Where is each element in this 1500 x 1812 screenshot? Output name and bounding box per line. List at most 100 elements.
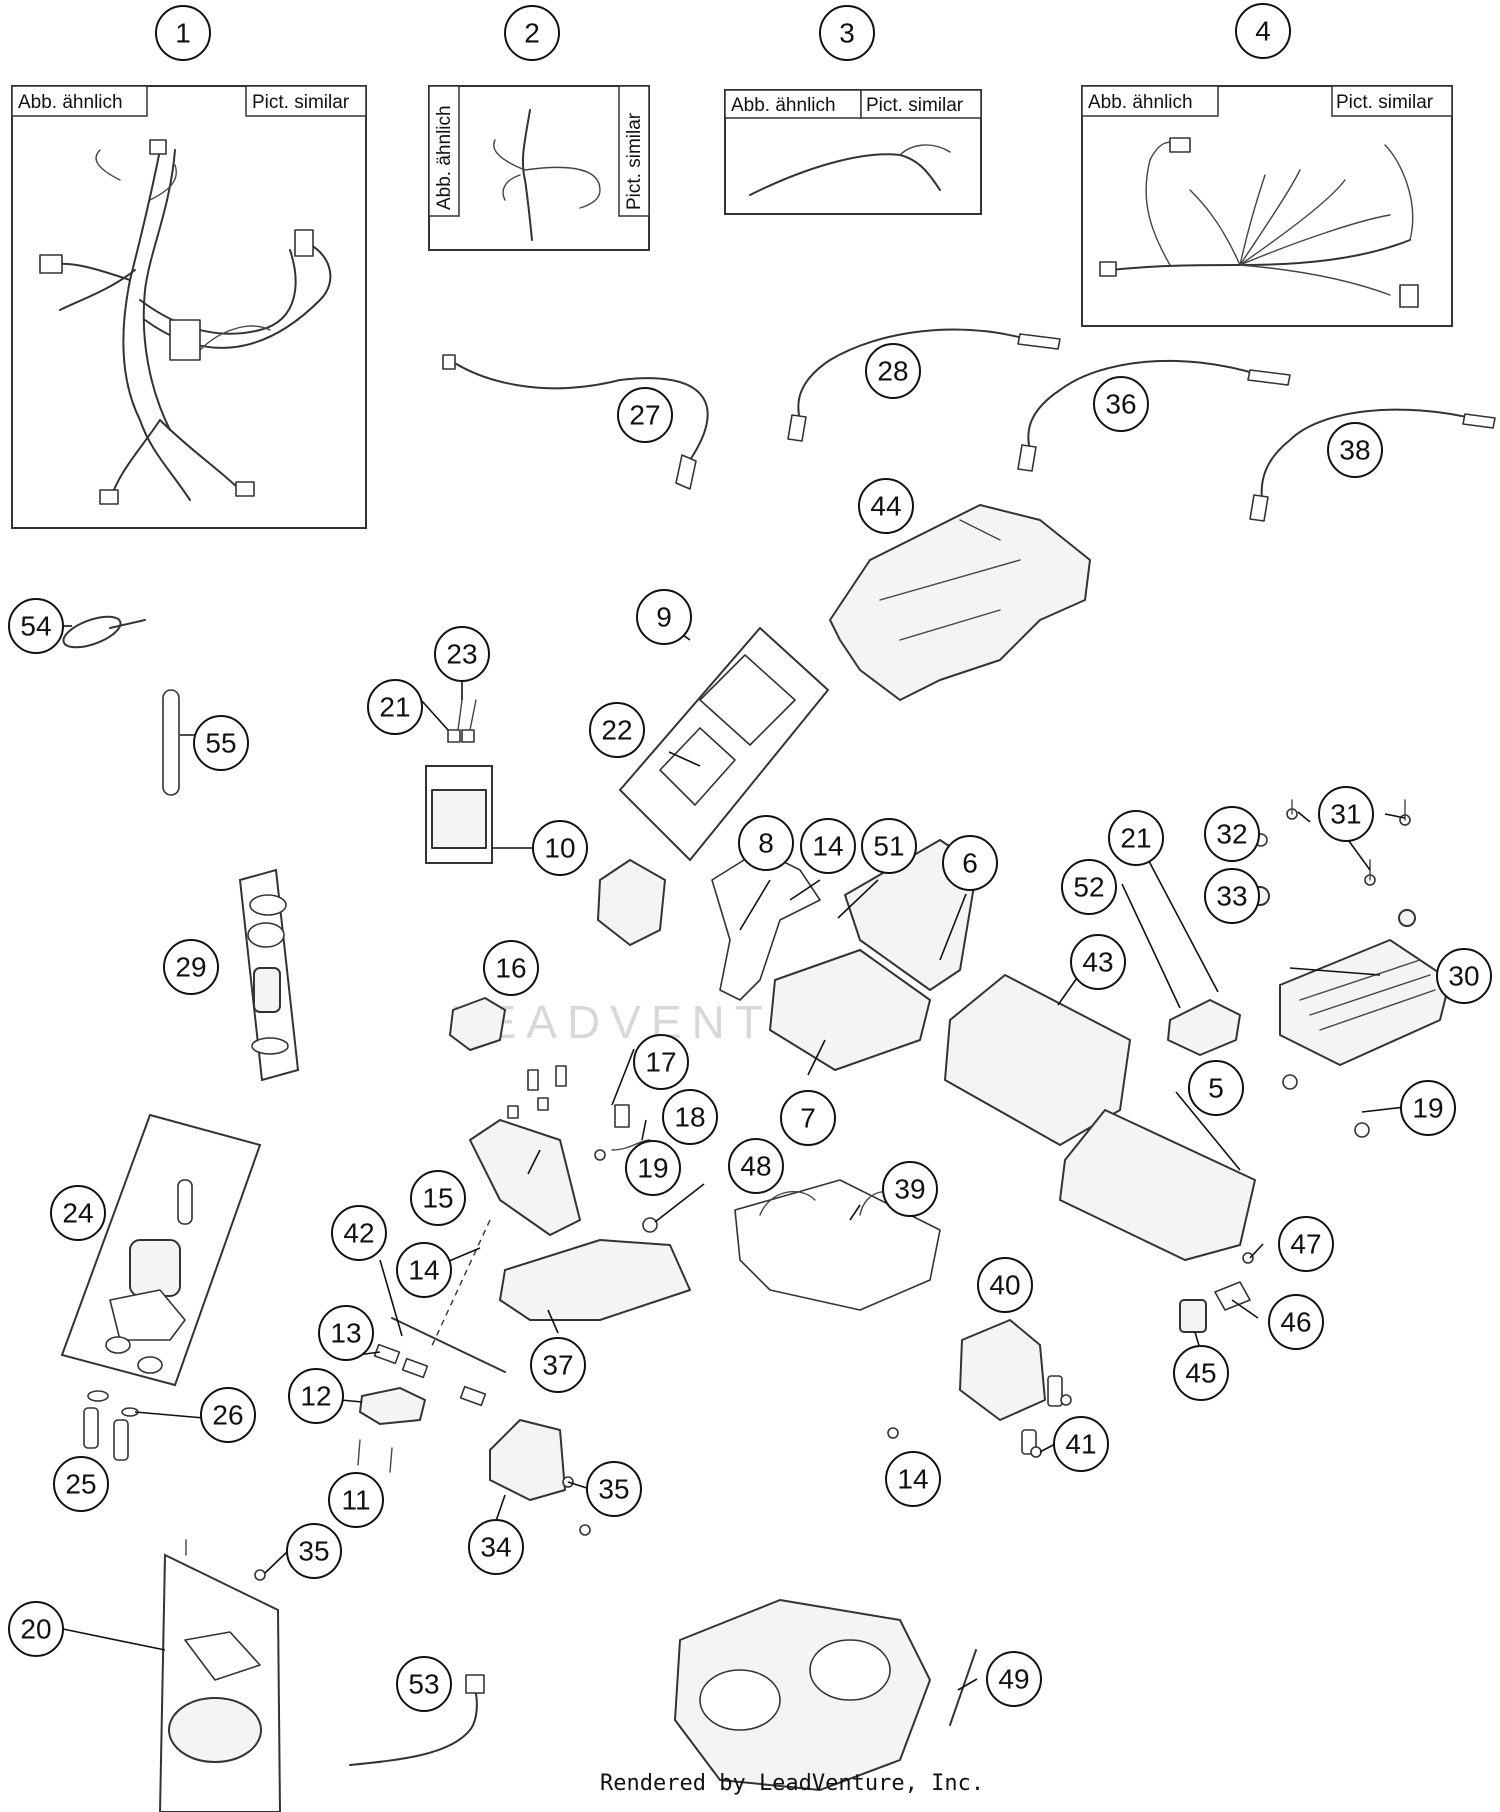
callout-25[interactable]: 25 <box>53 1456 109 1512</box>
callout-23[interactable]: 23 <box>434 626 490 682</box>
svg-text:16: 16 <box>495 953 526 984</box>
part-battery-cover <box>1059 1109 1256 1261</box>
callout-43[interactable]: 43 <box>1070 934 1126 990</box>
callout-37[interactable]: 37 <box>530 1337 586 1393</box>
callout-48[interactable]: 48 <box>728 1138 784 1194</box>
svg-text:23: 23 <box>446 639 477 670</box>
callout-19b[interactable]: 19 <box>1400 1080 1456 1136</box>
svg-text:28: 28 <box>877 356 908 387</box>
svg-text:11: 11 <box>341 1485 370 1516</box>
callout-32[interactable]: 32 <box>1204 806 1260 862</box>
callout-11[interactable]: 11 <box>328 1472 384 1528</box>
callout-4[interactable]: 4 <box>1235 3 1291 59</box>
svg-text:42: 42 <box>343 1218 374 1249</box>
callout-10[interactable]: 10 <box>532 820 588 876</box>
box-relay-group <box>425 699 493 864</box>
callout-21b[interactable]: 21 <box>1108 810 1164 866</box>
svg-text:19: 19 <box>637 1153 668 1184</box>
tag-pict-similar-3: Pict. similar <box>866 95 964 116</box>
callout-26[interactable]: 26 <box>200 1387 256 1443</box>
callout-19a[interactable]: 19 <box>625 1140 681 1196</box>
svg-text:41: 41 <box>1065 1429 1096 1460</box>
callout-3[interactable]: 3 <box>819 5 875 61</box>
callout-41[interactable]: 41 <box>1053 1416 1109 1472</box>
callout-21a[interactable]: 21 <box>367 679 423 735</box>
callout-39[interactable]: 39 <box>882 1161 938 1217</box>
callout-55[interactable]: 55 <box>193 715 249 771</box>
callout-52[interactable]: 52 <box>1061 859 1117 915</box>
callout-17[interactable]: 17 <box>633 1034 689 1090</box>
cable-28 <box>787 328 1061 442</box>
callout-29[interactable]: 29 <box>163 939 219 995</box>
box-wiring-harness-2: Abb. ähnlich Pict. similar <box>428 85 650 251</box>
callout-14b[interactable]: 14 <box>396 1242 452 1298</box>
harness-4-drawing <box>1099 137 1419 308</box>
callout-22[interactable]: 22 <box>589 702 645 758</box>
callout-28[interactable]: 28 <box>865 343 921 399</box>
tag-abb-aehnlich-2: Abb. ähnlich <box>434 105 455 210</box>
callout-20[interactable]: 20 <box>8 1601 64 1657</box>
callout-38[interactable]: 38 <box>1327 422 1383 478</box>
callout-14a[interactable]: 14 <box>800 818 856 874</box>
svg-text:3: 3 <box>839 18 855 49</box>
svg-text:18: 18 <box>674 1102 705 1133</box>
callout-36[interactable]: 36 <box>1093 376 1149 432</box>
svg-text:17: 17 <box>645 1047 676 1078</box>
callout-9[interactable]: 9 <box>636 589 692 645</box>
callout-47[interactable]: 47 <box>1278 1216 1334 1272</box>
callout-24[interactable]: 24 <box>50 1185 106 1241</box>
callout-14c[interactable]: 14 <box>885 1451 941 1507</box>
fuses <box>507 1065 567 1119</box>
parts-45-46-47 <box>1179 1252 1254 1333</box>
callout-12[interactable]: 12 <box>288 1368 344 1424</box>
svg-text:34: 34 <box>480 1532 511 1563</box>
svg-text:38: 38 <box>1339 435 1370 466</box>
svg-text:51: 51 <box>873 831 904 862</box>
callout-54[interactable]: 54 <box>8 598 64 654</box>
svg-text:19: 19 <box>1412 1093 1443 1124</box>
callout-51[interactable]: 51 <box>861 818 917 874</box>
svg-text:31: 31 <box>1330 799 1361 830</box>
part-fuse-box <box>469 1119 581 1236</box>
svg-text:8: 8 <box>758 828 774 859</box>
callout-2[interactable]: 2 <box>504 5 560 61</box>
svg-text:14: 14 <box>408 1255 439 1286</box>
tag-abb-aehnlich: Abb. ähnlich <box>18 92 123 113</box>
callout-30[interactable]: 30 <box>1436 948 1492 1004</box>
callout-31[interactable]: 31 <box>1318 786 1374 842</box>
callout-33[interactable]: 33 <box>1204 868 1260 924</box>
callout-46[interactable]: 46 <box>1268 1294 1324 1350</box>
callout-27[interactable]: 27 <box>617 387 673 443</box>
callout-42[interactable]: 42 <box>331 1205 387 1261</box>
svg-text:12: 12 <box>300 1381 331 1412</box>
callout-34[interactable]: 34 <box>468 1519 524 1575</box>
callout-8[interactable]: 8 <box>738 815 794 871</box>
callout-5[interactable]: 5 <box>1188 1060 1244 1116</box>
tag-abb-aehnlich-4: Abb. ähnlich <box>1088 92 1193 113</box>
callout-7[interactable]: 7 <box>780 1090 836 1146</box>
callout-35a[interactable]: 35 <box>586 1461 642 1517</box>
callout-40[interactable]: 40 <box>977 1257 1033 1313</box>
svg-text:15: 15 <box>422 1183 453 1214</box>
svg-text:53: 53 <box>408 1669 439 1700</box>
callout-1[interactable]: 1 <box>155 5 211 61</box>
svg-text:30: 30 <box>1448 961 1479 992</box>
part-cable-tie <box>62 615 146 649</box>
callout-53[interactable]: 53 <box>396 1656 452 1712</box>
part-holder-39 <box>734 1179 941 1311</box>
cable-38 <box>1249 408 1496 522</box>
callout-18[interactable]: 18 <box>662 1089 718 1145</box>
callout-45[interactable]: 45 <box>1173 1345 1229 1401</box>
svg-text:14: 14 <box>897 1464 928 1495</box>
svg-text:45: 45 <box>1185 1358 1216 1389</box>
svg-text:1: 1 <box>175 18 191 49</box>
callout-35b[interactable]: 35 <box>286 1523 342 1579</box>
svg-text:47: 47 <box>1290 1229 1321 1260</box>
callout-44[interactable]: 44 <box>858 478 914 534</box>
callout-13[interactable]: 13 <box>318 1305 374 1361</box>
callout-49[interactable]: 49 <box>986 1651 1042 1707</box>
callout-6[interactable]: 6 <box>942 835 998 891</box>
callout-16[interactable]: 16 <box>483 940 539 996</box>
callout-15[interactable]: 15 <box>410 1170 466 1226</box>
